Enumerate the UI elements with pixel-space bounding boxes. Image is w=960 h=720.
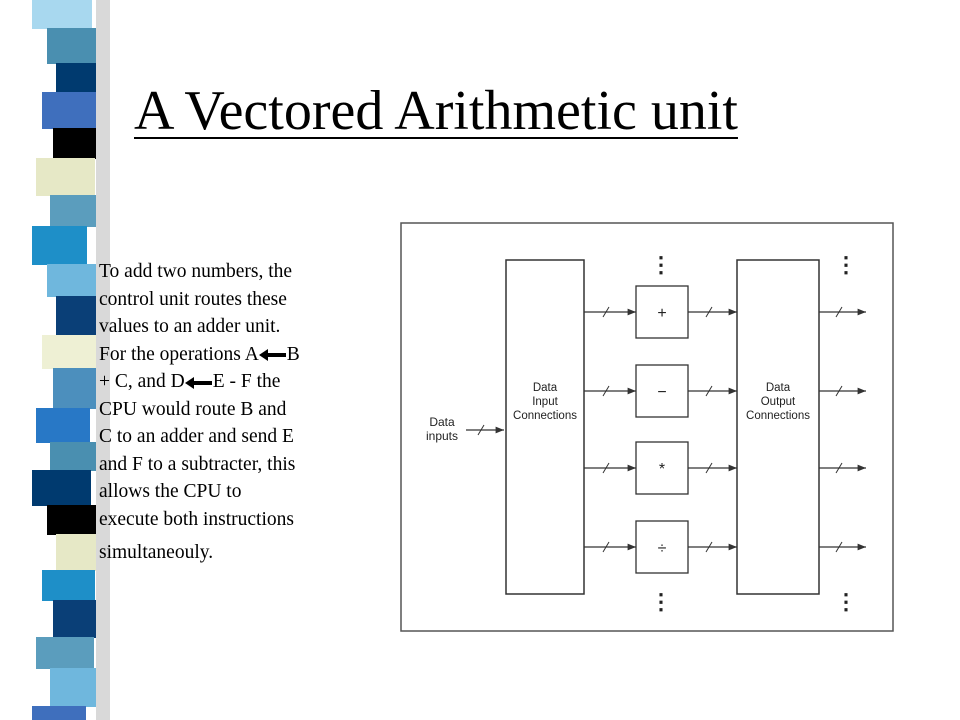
body-text-segment: For the operations A <box>99 343 259 365</box>
left-arrow-icon <box>258 349 286 362</box>
continuation-dots-icon: ⋮ <box>835 252 857 277</box>
bus-width-mark <box>602 541 610 553</box>
bus-width-mark <box>835 462 843 474</box>
body-line: and F to a subtracter, this <box>99 453 296 475</box>
data-output-connections-label: Data <box>766 382 791 394</box>
stripe-shadow <box>96 0 110 720</box>
stripe-block <box>32 706 86 720</box>
stripe-block <box>42 335 100 369</box>
bus-width-mark <box>602 462 610 474</box>
data-output-connections-label: Connections <box>746 410 810 422</box>
body-line: values to an adder unit. <box>99 316 281 337</box>
bus-width-mark <box>705 306 713 318</box>
continuation-dots-icon: ⋮ <box>650 252 672 277</box>
body-line: allows the CPU to <box>99 481 242 502</box>
body-line: C to an adder and send E <box>99 426 294 447</box>
body-paragraph: To add two numbers, the control unit rou… <box>99 258 371 567</box>
data-input-connections-label: Input <box>532 396 558 408</box>
stripe-block <box>47 505 104 535</box>
bus-width-mark <box>705 385 713 397</box>
multiplier-symbol: * <box>659 461 665 478</box>
stripe-block <box>50 442 102 471</box>
bus-width-mark <box>705 541 713 553</box>
bus-width-mark <box>705 462 713 474</box>
subtracter-symbol: − <box>657 384 666 401</box>
subtracter-row: − <box>584 364 866 418</box>
data-inputs-label: Data <box>429 415 455 429</box>
stripe-block <box>36 408 90 443</box>
data-output-connections-box <box>736 259 820 595</box>
body-line: control unit routes these <box>99 288 287 310</box>
body-line: simultaneouly. <box>99 542 214 563</box>
stripe-block <box>32 0 92 29</box>
bus-width-mark <box>477 424 485 436</box>
stripe-block <box>36 637 94 669</box>
bus-width-mark <box>602 306 610 318</box>
body-text-segment: B <box>286 343 300 365</box>
stripe-block <box>32 470 91 506</box>
slide-title: A Vectored Arithmetic unit <box>134 80 738 142</box>
stripe-block <box>36 158 95 196</box>
adder-symbol: + <box>657 305 666 322</box>
stripe-block <box>47 264 100 297</box>
data-input-connections-box <box>505 259 585 595</box>
decorative-stripe <box>32 0 110 720</box>
adder-row: + <box>584 285 866 339</box>
divider-symbol: ÷ <box>658 540 667 557</box>
body-text-segment: + C, and D <box>99 371 185 392</box>
body-text-segment: E - F the <box>212 371 281 392</box>
adder-unit-box <box>635 285 689 339</box>
stripe-block <box>42 92 96 129</box>
vector-arithmetic-diagram: Data inputs Data Input Connections Data … <box>400 222 894 632</box>
body-line-with-arrow: + C, and D E - F the <box>99 368 371 396</box>
body-line: execute both instructions <box>99 508 294 530</box>
continuation-dots-icon: ⋮ <box>650 589 672 614</box>
bus-width-mark <box>835 541 843 553</box>
subtracter-unit-box <box>635 364 689 418</box>
data-inputs-label: inputs <box>426 429 458 443</box>
body-line: To add two numbers, the <box>99 261 293 282</box>
continuation-dots-icon: ⋮ <box>835 589 857 614</box>
multiplier-row: * <box>584 441 866 495</box>
multiplier-unit-box <box>635 441 689 495</box>
divider-row: ÷ <box>584 520 866 574</box>
stripe-block <box>32 226 87 265</box>
left-arrow-icon <box>184 376 212 389</box>
bus-width-mark <box>602 385 610 397</box>
data-input-connections-label: Connections <box>513 410 577 422</box>
body-line: CPU would route B and <box>99 398 287 420</box>
bus-width-mark <box>835 306 843 318</box>
stripe-block <box>47 28 105 64</box>
data-input-connections-label: Data <box>533 382 558 394</box>
stripe-block <box>42 570 95 601</box>
body-line-with-arrow: For the operations A B <box>99 341 371 369</box>
bus-width-mark <box>835 385 843 397</box>
data-output-connections-label: Output <box>761 396 796 408</box>
